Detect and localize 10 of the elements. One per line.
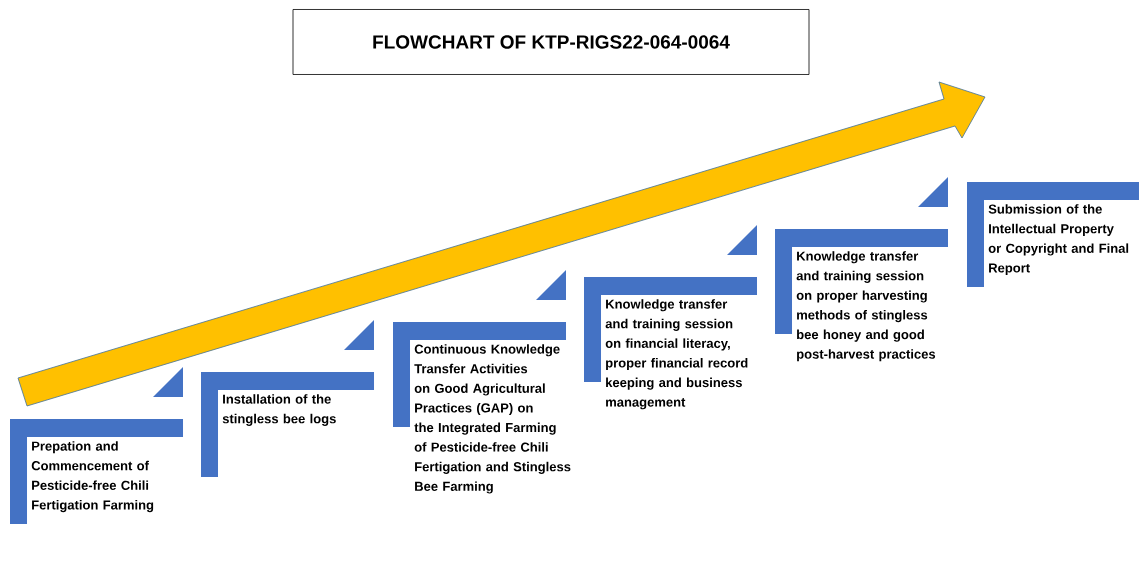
step-bracket: Prepation and Commencement of Pesticide-free Chili Fertigation Farming (10, 419, 183, 524)
step-bracket: Submission of the Intellectual Property or Copyright and Final Report (967, 182, 1139, 287)
step-bracket: Continuous Knowledge Transfer Activities on Good Agricultural Practices (GAP) on the Integrated Farming of Pesticide-free Chili Fertigation and Stingless Bee Farming (393, 322, 571, 494)
node-label: post-harvest practices (797, 349, 936, 362)
step-bracket: Knowledge transfer and training session on proper harvesting methods of stingless bee honey and good post-harvest practices (775, 229, 948, 362)
title-box: FLOWCHART OF KTP-RIGS22-064-0064 (292, 9, 810, 75)
step-bracket: Installation of the stingless bee logs (201, 372, 374, 477)
step-bracket: Knowledge transfer and training session on financial literacy, proper financial record keeping and business management (584, 277, 757, 410)
node-label: of Pesticide-free Chili Fertigation and Stingless Bee Farming (414, 442, 571, 494)
node-label: management (606, 398, 686, 410)
